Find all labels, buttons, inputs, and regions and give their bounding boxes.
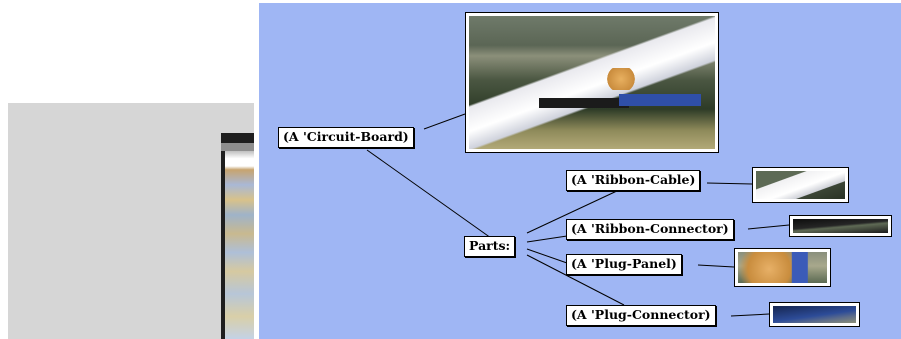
- link-ribbon-cable-to-photo: [707, 183, 752, 184]
- ribbon-cable-photo-icon: [752, 167, 849, 203]
- link-root-to-parts: [367, 150, 491, 238]
- node-plug-panel[interactable]: (A 'Plug-Panel): [566, 254, 682, 275]
- node-plug-connector[interactable]: (A 'Plug-Connector): [566, 305, 716, 326]
- link-ribbon-connector-to-photo: [748, 225, 789, 229]
- link-parts-to-ribbon-connector: [527, 236, 567, 242]
- circuit-board-photo-icon: [465, 12, 719, 153]
- node-ribbon-connector[interactable]: (A 'Ribbon-Connector): [566, 219, 734, 240]
- node-ribbon-cable[interactable]: (A 'Ribbon-Cable): [566, 170, 700, 191]
- node-parts[interactable]: Parts:: [464, 236, 515, 257]
- ribbon-connector-photo-icon: [789, 215, 892, 237]
- thumbnail-photo-strip: [225, 151, 254, 339]
- thumbnail-gray-band: [221, 143, 254, 151]
- node-circuit-board[interactable]: (A 'Circuit-Board): [278, 127, 414, 148]
- plug-panel-photo-icon: [734, 248, 831, 287]
- diagram-panel: (A 'Circuit-Board) Parts: (A 'Ribbon-Cab…: [259, 3, 901, 339]
- link-plug-panel-to-photo: [698, 265, 734, 267]
- background-thumbnail: [8, 103, 254, 339]
- link-plug-connector-to-photo: [731, 314, 769, 316]
- plug-connector-photo-icon: [769, 302, 860, 327]
- link-parts-to-plug-panel: [527, 249, 567, 263]
- link-root-to-root-photo: [424, 114, 465, 129]
